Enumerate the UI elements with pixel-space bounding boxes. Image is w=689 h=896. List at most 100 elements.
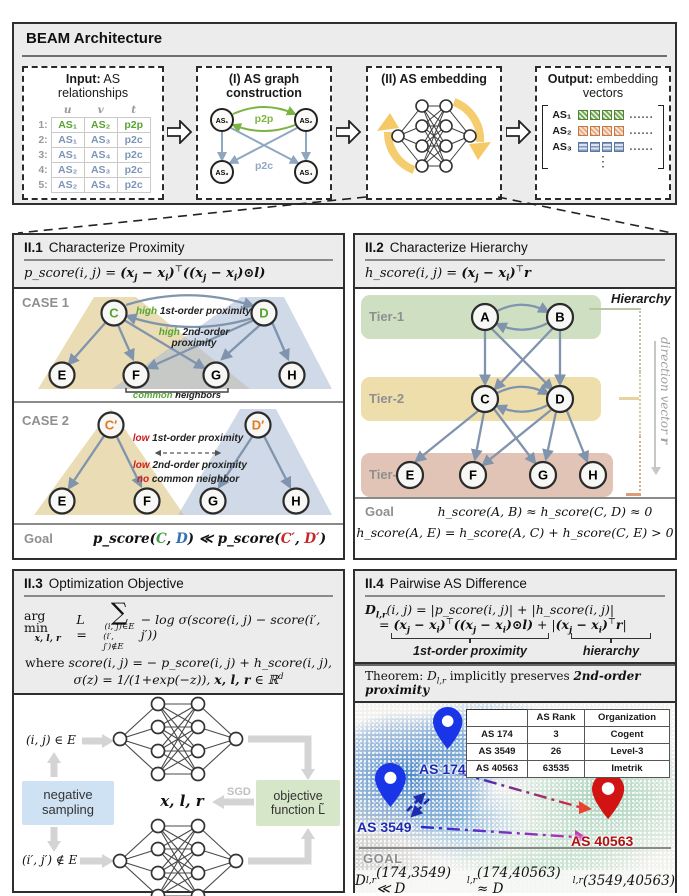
goal-section: Goal h_score(A, B) ≈ h_score(C, D) ≈ 0 h… <box>355 499 675 553</box>
direction-arrow-head <box>650 466 661 475</box>
distance-line-174-40563 <box>458 771 580 808</box>
node-label: C′ <box>105 417 118 432</box>
pin-label-as40563: AS 40563 <box>571 832 634 849</box>
node-label: G <box>208 493 218 508</box>
objective-function-box: objective function L̃ <box>256 780 340 827</box>
vector-cell <box>614 141 625 152</box>
output-title: Output: embedding vectors <box>547 72 659 101</box>
embedding-map: AS 174 AS 3549 AS 40563 AS Rank Organiza… <box>355 700 675 896</box>
annotation-common-neighbors: common neighbors <box>132 389 222 401</box>
case-divider <box>14 400 343 403</box>
negative-sampling-box: negative sampling <box>22 781 114 826</box>
vector-cell <box>578 109 589 120</box>
p-score-formula: p_score(i, j) = (xj − xi)⊤((xj − xi)⊙l) <box>24 264 266 284</box>
embedding-title: (II) AS embedding <box>381 72 487 86</box>
tier1-label: Tier-1 <box>369 309 404 324</box>
case2-diagram: C′ D′ E F G H CASE 2 low 1st-order proxi… <box>14 403 343 523</box>
argmin: arg min x, l, r <box>24 607 61 644</box>
node-label: H <box>291 493 300 508</box>
vector-cell <box>602 125 613 136</box>
vector-cell <box>590 141 601 152</box>
node-label: E <box>58 493 67 508</box>
p2c-label: p2c <box>255 160 273 172</box>
p2p-arc <box>232 105 297 116</box>
flow-arrow-icon <box>506 120 532 144</box>
proximity-goal-formula: p_score(C, D) ≪ p_score(C′, D′) <box>92 530 327 547</box>
bracket-right <box>657 104 664 170</box>
node-label: H <box>588 467 597 482</box>
p2p-label: p2p <box>255 113 274 125</box>
vector-row: AS₃ ...... <box>552 140 654 153</box>
node-label: E <box>406 467 415 482</box>
banner-title: BEAM Architecture <box>26 30 163 47</box>
annotation-no-common: no common neighbor <box>136 473 240 485</box>
as-node-label: AS₄ <box>299 170 312 177</box>
edge-in-label: (i, j) ∈ E <box>26 733 76 748</box>
node-label: C <box>109 305 119 320</box>
flow-arrows <box>47 734 315 869</box>
output-box: Output: embedding vectors AS₁ ...... AS₂… <box>535 66 671 200</box>
hierarchy-dotted-line <box>639 307 641 372</box>
exchange-arrow-down <box>410 797 430 818</box>
hierarchy-tick-bottom <box>626 492 641 496</box>
vector-cell <box>602 141 613 152</box>
pin-label-as174: AS 174 <box>419 760 466 777</box>
vector-row: AS₁ ...... <box>552 108 654 121</box>
direction-vector-label: direction vector r <box>658 336 672 444</box>
graph-construction-box: (I) AS graph construction AS₁ AS <box>196 66 332 200</box>
flow-arrow-icon <box>336 120 362 144</box>
sgd-label: SGD <box>227 786 251 799</box>
common-neighbors-bracket <box>125 387 229 396</box>
goal-divider <box>14 522 343 525</box>
node-label: A <box>480 309 490 324</box>
case1-label: CASE 1 <box>22 294 69 310</box>
as-node <box>210 107 234 132</box>
as-node <box>210 159 234 184</box>
node-label: G <box>211 367 221 382</box>
underbrace-1st-order: 1st-order proximity <box>391 632 549 658</box>
annotation-1st-order: high 1st-order proximity <box>135 305 252 317</box>
node-label: G <box>538 467 548 482</box>
vector-cell <box>614 125 625 136</box>
node-label: C <box>480 391 490 406</box>
vector-cell <box>614 109 625 120</box>
tier2-label: Tier-2 <box>369 391 404 406</box>
distance-formula-line1: Dl,r(i, j) = |p_score(i, j)| + |h_score(… <box>365 601 615 620</box>
embedding-vectors: AS₁ ...... AS₂ ...... AS₃ ...... ⋮ <box>537 104 669 170</box>
exchange-arrow-up <box>406 791 426 812</box>
flow-arrow-icon <box>167 120 193 144</box>
as-node <box>294 159 318 184</box>
hierarchy-diagram: Tier-1 Tier-2 Tier-3 <box>355 289 675 497</box>
table-header-row: AS Rank Organization <box>467 708 670 727</box>
hierarchy-dotted-line <box>639 371 641 436</box>
where-line2: σ(z) = 1/(1+exp(−z)), x, l, r ∈ ℝd <box>73 672 284 688</box>
node-label: F <box>143 493 151 508</box>
neural-network-negative <box>112 819 244 896</box>
embedding-refresh-network-icon <box>377 98 491 175</box>
banner-divider <box>22 55 667 57</box>
node-label: F <box>132 367 140 382</box>
tier3-label: Tier-3 <box>369 467 404 482</box>
arrowhead-red <box>579 800 592 814</box>
banner-architecture-overview: BEAM Architecture Input: AS relationship… <box>12 22 677 205</box>
map-goal-divider <box>359 846 671 849</box>
case2-graph: C′ D′ E F G H <box>34 408 332 515</box>
hierarchy-goal-line2: h_score(A, E) = h_score(A, C) + h_score(… <box>356 524 674 540</box>
